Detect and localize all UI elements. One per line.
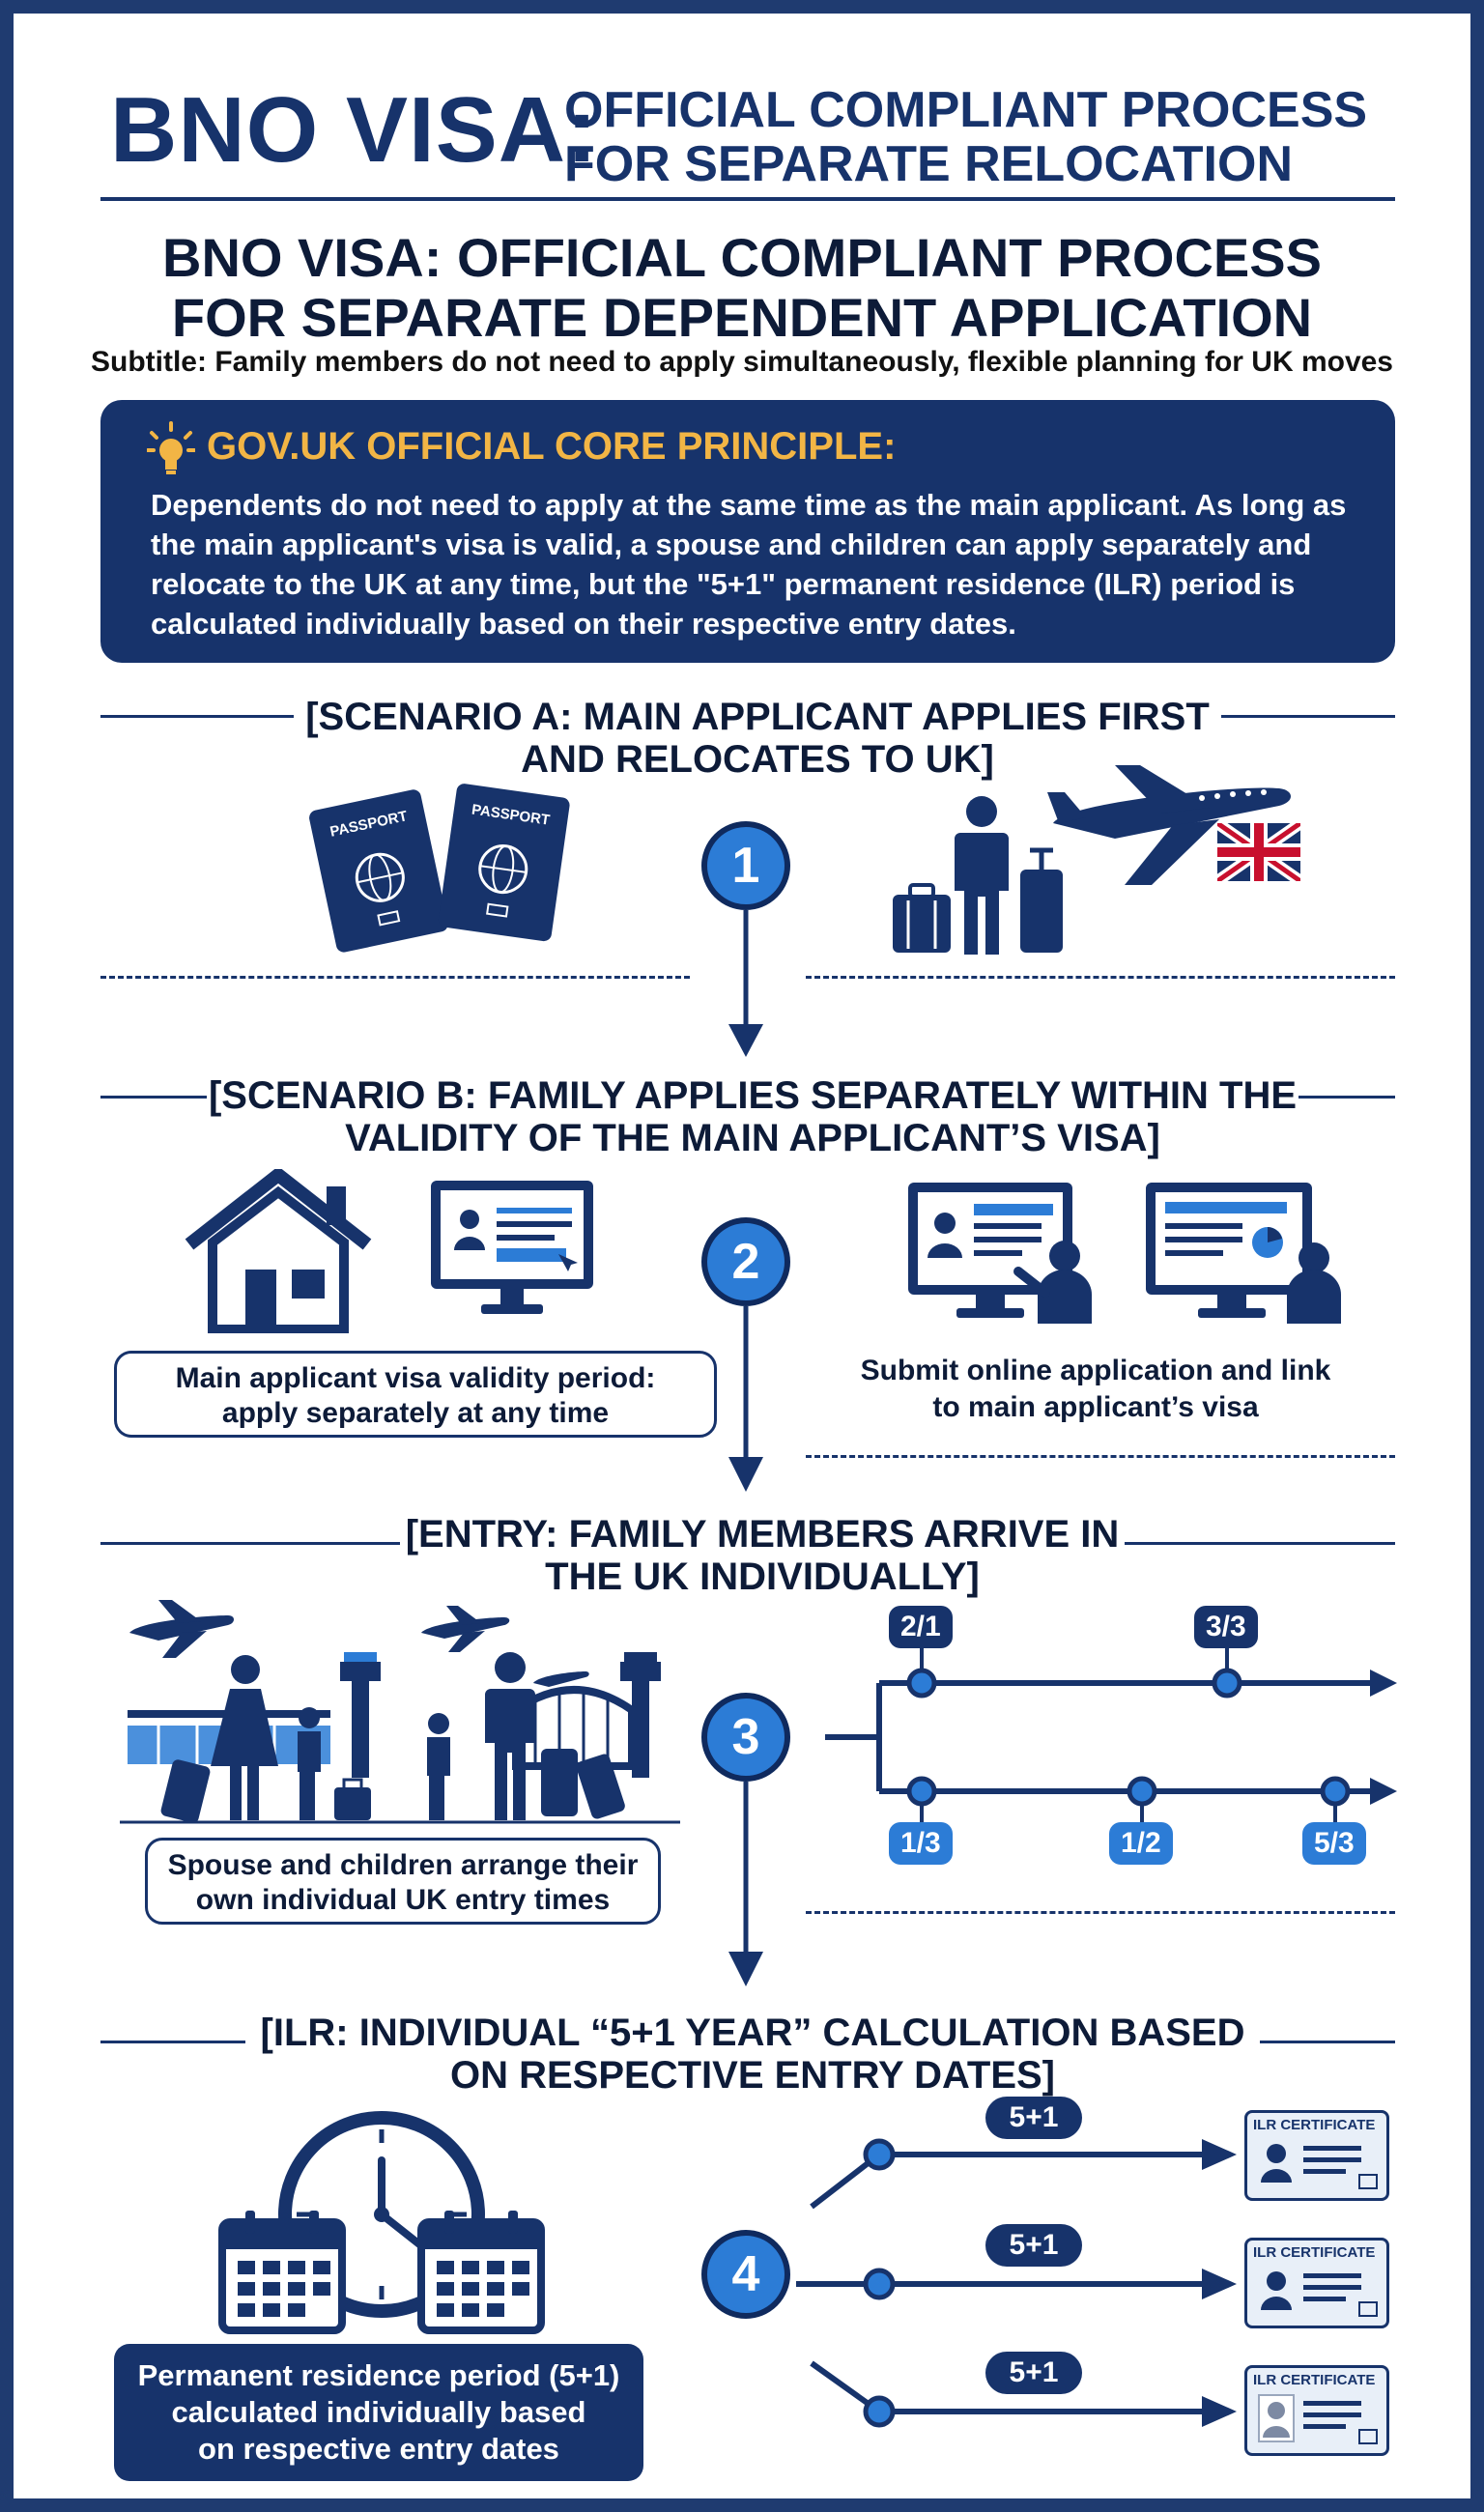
timeline-date-label: 5/3 xyxy=(1302,1822,1366,1865)
step-1-badge: 1 xyxy=(701,821,790,910)
ilr-title-line2: ON RESPECTIVE ENTRY DATES] xyxy=(449,2054,1055,2097)
id-card-icon xyxy=(1261,2271,1378,2317)
header-title: BNO VISA: xyxy=(110,78,599,182)
traveler-with-luggage-icon xyxy=(893,796,1063,955)
person-reviewing-application-icon xyxy=(1146,1183,1341,1324)
id-card-icon xyxy=(1261,2144,1378,2189)
scenario-b-title-line1: [SCENARIO B: FAMILY APPLIES SEPARATELY W… xyxy=(208,1074,1298,1117)
scenario-a-title-line2: AND RELOCATES TO UK] xyxy=(521,738,994,781)
entry-caption: Spouse and children arrange their own in… xyxy=(145,1838,661,1925)
core-principle-box: GOV.UK OFFICIAL CORE PRINCIPLE: Dependen… xyxy=(100,400,1395,663)
step-2-badge: 2 xyxy=(701,1217,790,1306)
ilr-period-label: 5+1 xyxy=(985,2352,1082,2394)
section-divider xyxy=(806,1911,1395,1914)
passports-icon: PASSPORT PASSPORT xyxy=(309,784,570,953)
ilr-certificate: ILR CERTIFICATE xyxy=(1244,2238,1389,2328)
caption-line: Spouse and children arrange their xyxy=(167,1849,639,1881)
page-title: BNO VISA: OFFICIAL COMPLIANT PROCESS FOR… xyxy=(14,228,1470,348)
core-principle-text: Dependents do not need to apply at the s… xyxy=(151,488,1347,641)
section-rule-left xyxy=(100,2041,245,2043)
scenario-a-title-line1: [SCENARIO A: MAIN APPLICANT APPLIES FIRS… xyxy=(305,696,1210,738)
scenario-b-title: [SCENARIO B: FAMILY APPLIES SEPARATELY W… xyxy=(207,1074,1298,1159)
caption-line: Permanent residence period (5+1) xyxy=(137,2358,620,2392)
flow-arrow xyxy=(728,1306,763,1492)
ilr-period-label: 5+1 xyxy=(985,2097,1082,2139)
ilr-certificate-label: ILR CERTIFICATE xyxy=(1253,2117,1376,2133)
clock-and-calendars-icon xyxy=(218,2111,545,2334)
header-subtitle: OFFICIAL COMPLIANT PROCESS FOR SEPARATE … xyxy=(564,83,1367,191)
entry-title: [ENTRY: FAMILY MEMBERS ARRIVE IN THE UK … xyxy=(400,1513,1125,1598)
scenario-a-title: [SCENARIO A: MAIN APPLICANT APPLIES FIRS… xyxy=(294,696,1221,781)
page-title-line2: FOR SEPARATE DEPENDENT APPLICATION xyxy=(171,287,1313,348)
timeline-date-label: 3/3 xyxy=(1194,1606,1258,1648)
page-title-line1: BNO VISA: OFFICIAL COMPLIANT PROCESS xyxy=(162,227,1322,288)
online-form-monitor-icon xyxy=(431,1181,593,1314)
section-divider xyxy=(806,976,1395,979)
section-rule-right xyxy=(1125,1542,1395,1545)
entry-title-line1: [ENTRY: FAMILY MEMBERS ARRIVE IN xyxy=(405,1513,1120,1556)
ilr-caption: Permanent residence period (5+1) calcula… xyxy=(114,2344,643,2481)
ilr-certificate-label: ILR CERTIFICATE xyxy=(1253,2372,1376,2388)
ilr-title-line1: [ILR: INDIVIDUAL “5+1 YEAR” CALCULATION … xyxy=(260,2012,1245,2054)
step-3-badge: 3 xyxy=(701,1693,790,1782)
caption-line: calculated individually based xyxy=(171,2395,586,2429)
ilr-certificate-label: ILR CERTIFICATE xyxy=(1253,2244,1376,2261)
section-rule-left xyxy=(100,1096,207,1099)
uk-flag-icon xyxy=(1217,823,1300,881)
caption-line: Main applicant visa validity period: xyxy=(175,1362,656,1394)
ilr-period-label: 5+1 xyxy=(985,2224,1082,2267)
ilr-certificate: ILR CERTIFICATE xyxy=(1244,2365,1389,2456)
page-subtitle: Subtitle: Family members do not need to … xyxy=(91,346,1393,378)
timeline-date-label: 1/3 xyxy=(889,1822,953,1865)
section-rule-left xyxy=(100,1542,400,1545)
caption-line: to main applicant’s visa xyxy=(932,1391,1259,1423)
caption-line: Submit online application and link xyxy=(860,1355,1331,1386)
caption-line: apply separately at any time xyxy=(221,1397,610,1429)
caption-line: own individual UK entry times xyxy=(195,1884,611,1916)
header-rule xyxy=(100,197,1395,201)
house-icon xyxy=(185,1169,372,1333)
ilr-certificate: ILR CERTIFICATE xyxy=(1244,2110,1389,2201)
timeline-date-label: 1/2 xyxy=(1109,1822,1173,1865)
header-subtitle-line2: FOR SEPARATE RELOCATION xyxy=(564,136,1293,192)
section-divider xyxy=(806,1455,1395,1458)
scenario-b-right-caption: Submit online application and link to ma… xyxy=(825,1353,1366,1426)
core-principle-title: GOV.UK OFFICIAL CORE PRINCIPLE: xyxy=(207,425,897,468)
section-rule-right xyxy=(1260,2041,1395,2043)
section-rule-right xyxy=(1298,1096,1395,1099)
section-rule-left xyxy=(100,715,294,718)
infographic-frame: BNO VISA: OFFICIAL COMPLIANT PROCESS FOR… xyxy=(14,14,1470,2498)
entry-title-line2: THE UK INDIVIDUALLY] xyxy=(545,1556,980,1598)
flow-arrow xyxy=(728,910,763,1057)
section-rule-right xyxy=(1221,715,1395,718)
flow-arrow xyxy=(728,1782,763,1986)
timeline-date-label: 2/1 xyxy=(889,1606,953,1648)
scenario-b-left-caption: Main applicant visa validity period: app… xyxy=(114,1351,717,1438)
header-subtitle-line1: OFFICIAL COMPLIANT PROCESS xyxy=(564,82,1368,138)
family-arriving-at-airport-icon xyxy=(120,1600,680,1824)
lightbulb-icon xyxy=(147,421,195,474)
scenario-b-title-line2: VALIDITY OF THE MAIN APPLICANT’S VISA] xyxy=(345,1117,1160,1159)
step-4-badge: 4 xyxy=(701,2230,790,2319)
ilr-branch-arrows xyxy=(796,2138,1237,2428)
caption-line: on respective entry dates xyxy=(198,2432,559,2466)
entry-timeline xyxy=(825,1637,1397,1830)
section-divider xyxy=(100,976,690,979)
airplane-icon xyxy=(1047,765,1291,885)
person-at-computer-icon xyxy=(908,1183,1092,1324)
id-card-icon xyxy=(1258,2394,1378,2444)
ilr-title: [ILR: INDIVIDUAL “5+1 YEAR” CALCULATION … xyxy=(245,2012,1260,2097)
